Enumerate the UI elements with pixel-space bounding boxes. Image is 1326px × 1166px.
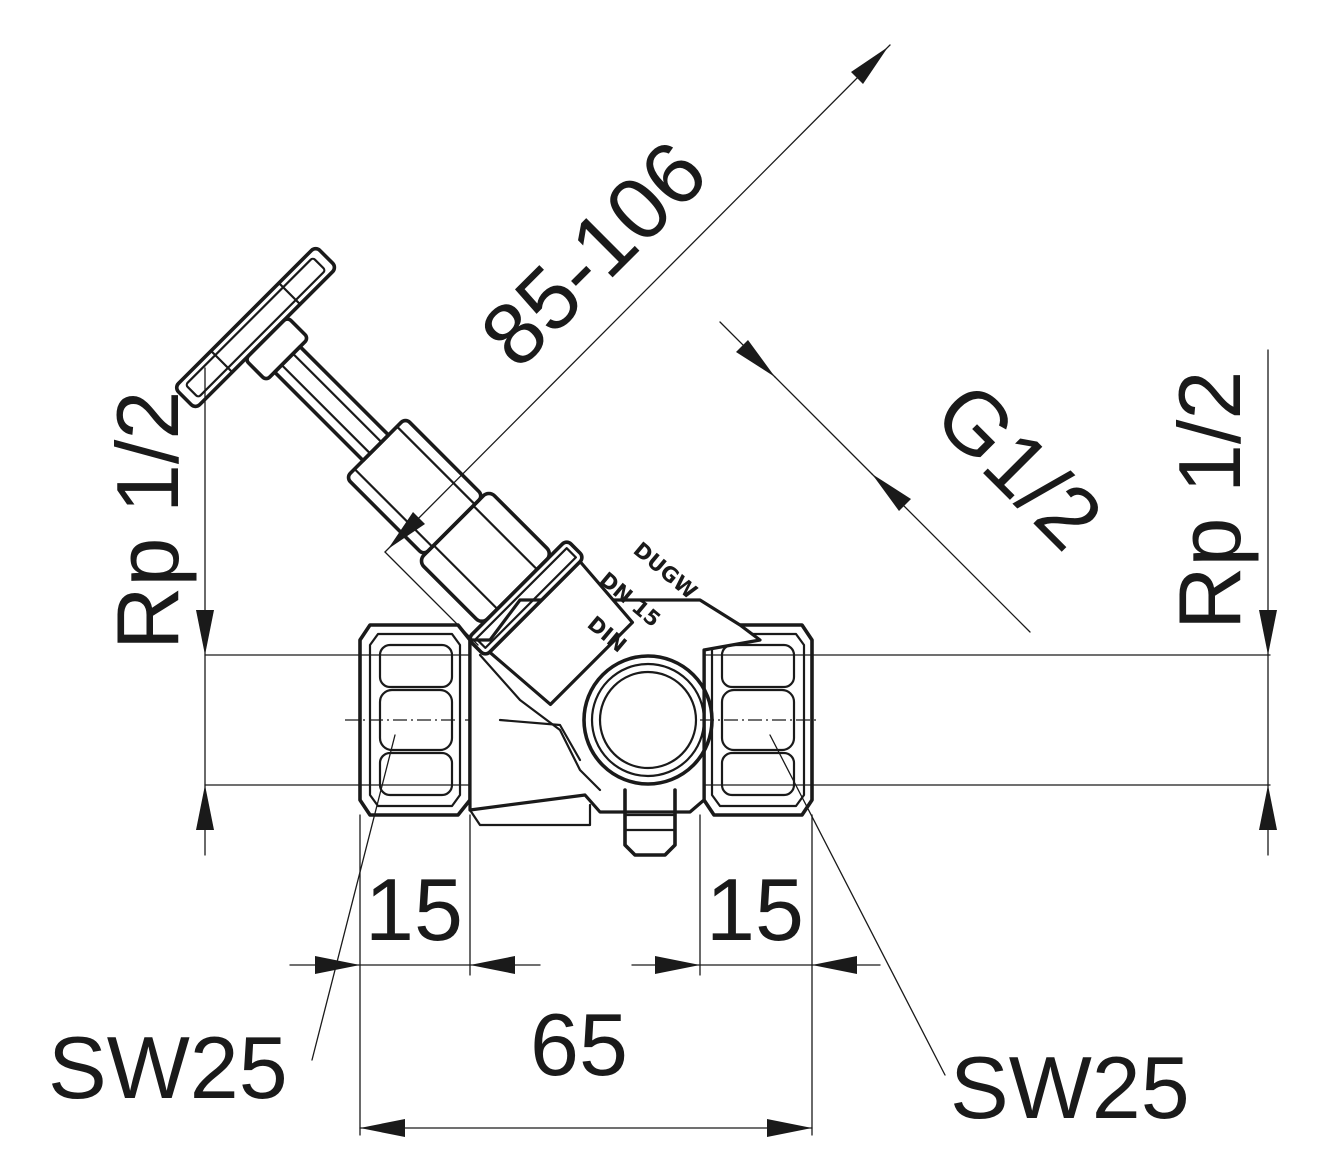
thread-extension-lines — [204, 654, 1271, 786]
overall-length-dimension: 65 — [359, 995, 813, 1137]
right-thread-label: Rp 1/2 — [1160, 371, 1259, 630]
left-spanner-label: SW25 — [48, 1018, 288, 1117]
left-thread-dimension: Rp 1/2 — [98, 367, 214, 856]
spindle-thread-dimension: G1/2 — [719, 321, 1122, 633]
length-extension-lines — [359, 814, 813, 1136]
left-length-dimension: 15 — [289, 860, 541, 974]
left-thread-label: Rp 1/2 — [98, 391, 197, 650]
handwheel — [174, 246, 337, 409]
bonnet-assembly — [174, 246, 635, 707]
left-length-label: 15 — [365, 860, 463, 959]
drain-spigot — [623, 788, 677, 857]
right-spanner-callout: SW25 — [769, 734, 1190, 1137]
overall-length-label: 65 — [530, 995, 628, 1094]
bonnet-tube — [346, 418, 483, 555]
right-length-label: 15 — [706, 860, 804, 959]
spindle — [272, 344, 391, 463]
spindle-thread-label: G1/2 — [917, 363, 1122, 568]
right-thread-dimension: Rp 1/2 — [1160, 349, 1277, 856]
left-hex-nut — [358, 623, 472, 817]
height-range-label: 85-106 — [461, 122, 725, 386]
right-spanner-label: SW25 — [950, 1038, 1190, 1137]
left-spanner-callout: SW25 — [48, 734, 396, 1117]
right-length-dimension: 15 — [631, 860, 881, 974]
